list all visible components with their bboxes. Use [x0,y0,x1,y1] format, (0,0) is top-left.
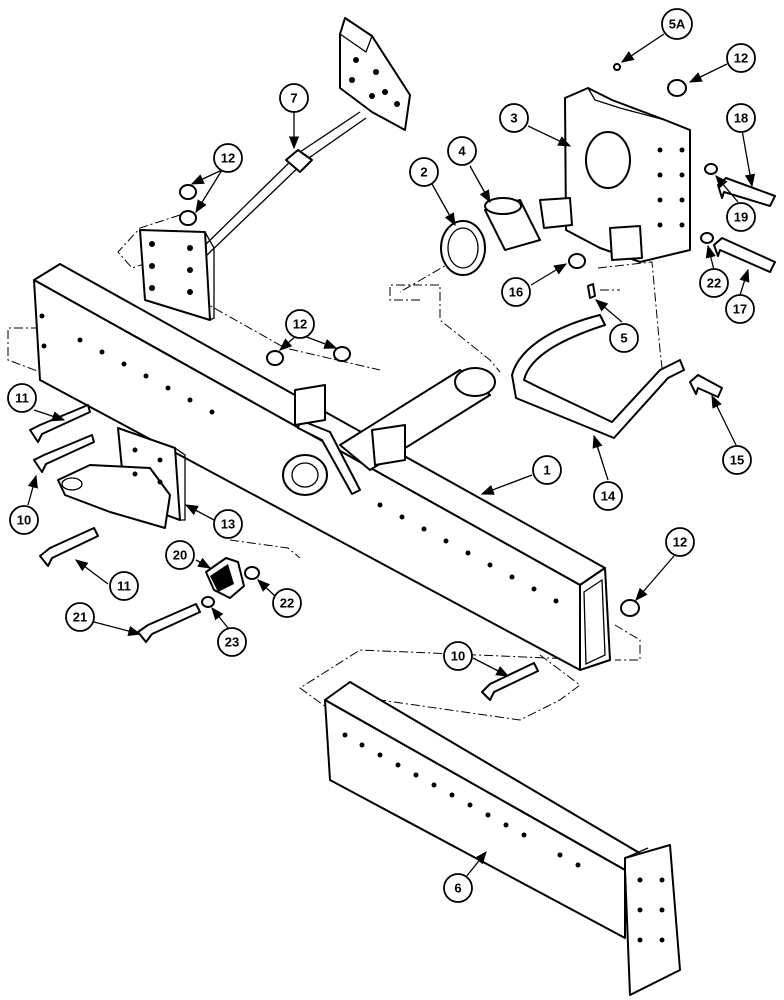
washers-lower-left [201,566,260,608]
bolt-11-lower [39,527,99,567]
bolts-17-18 [700,163,776,273]
svg-text:6: 6 [454,881,461,896]
svg-text:1: 1 [543,463,550,478]
svg-text:13: 13 [221,517,235,532]
callout-11-upper: 11 [7,383,37,413]
u-strap [511,314,685,439]
svg-text:21: 21 [73,610,87,625]
svg-text:12: 12 [673,535,687,550]
nut-16 [568,253,586,269]
bolt-21 [137,603,201,643]
seal-and-bushing [440,197,541,276]
svg-text:12: 12 [734,51,748,66]
pivot-housing [539,87,691,263]
svg-text:12: 12 [221,151,235,166]
callout-12-housing: 12 [726,43,756,73]
extension-beam [324,681,681,996]
callout-4: 4 [447,136,477,166]
clamp-20 [205,557,245,599]
svg-text:20: 20 [173,548,187,563]
callout-18: 18 [726,103,756,133]
svg-text:22: 22 [707,276,721,291]
nut-12-housing [667,79,687,97]
callout-12-right: 12 [665,527,695,557]
bolt-15 [689,374,723,398]
svg-text:14: 14 [601,489,616,504]
svg-text:2: 2 [420,165,427,180]
callout-5: 5 [609,323,639,353]
callout-1: 1 [532,455,562,485]
pin-5 [587,283,596,299]
callout-23: 23 [217,627,247,657]
svg-text:3: 3 [510,111,517,126]
top-link-bracket [139,17,411,321]
svg-text:23: 23 [225,635,239,650]
svg-text:22: 22 [280,596,294,611]
svg-text:16: 16 [509,285,523,300]
callout-12-frame: 12 [285,309,315,339]
svg-text:5: 5 [620,331,627,346]
bolt-10-lower [481,662,539,701]
svg-text:11: 11 [117,579,131,594]
pin-5a [613,63,621,71]
nut-12-frame [266,346,351,366]
callout-12-top-left: 12 [213,143,243,173]
callout-14: 14 [593,481,623,511]
svg-text:12: 12 [293,317,307,332]
callout-6: 6 [443,873,473,903]
pivot-tube [294,367,496,471]
nut-12-right [620,599,640,617]
callout-17: 17 [725,294,755,324]
callout-16: 16 [501,277,531,307]
svg-text:15: 15 [730,453,744,468]
callout-11-lower: 11 [109,571,139,601]
main-frame-beam [33,263,611,671]
bolt-11-upper [29,404,95,473]
callout-13: 13 [213,509,243,539]
callout-22-right: 22 [699,268,729,298]
callout-2: 2 [409,157,439,187]
nut-12-upper [179,184,197,226]
callout-10-lower: 10 [443,641,473,671]
svg-text:10: 10 [17,513,31,528]
svg-text:18: 18 [734,111,748,126]
svg-text:11: 11 [15,391,29,406]
frame-holes [39,313,559,604]
svg-text:19: 19 [734,210,748,225]
svg-text:5A: 5A [669,17,686,32]
svg-text:4: 4 [458,144,466,159]
callout-7: 7 [279,83,309,113]
callout-10-left: 10 [9,505,39,535]
callout-15: 15 [722,445,752,475]
callout-19: 19 [726,202,756,232]
svg-text:17: 17 [733,302,747,317]
svg-text:10: 10 [451,649,465,664]
leader-lines [27,33,756,883]
hitch-bracket [57,427,186,529]
callout-20: 20 [165,540,195,570]
callout-5a: 5A [661,8,693,40]
svg-text:7: 7 [290,91,297,106]
callout-22-left: 22 [272,588,302,618]
callout-21: 21 [65,602,95,632]
callout-3: 3 [499,103,529,133]
